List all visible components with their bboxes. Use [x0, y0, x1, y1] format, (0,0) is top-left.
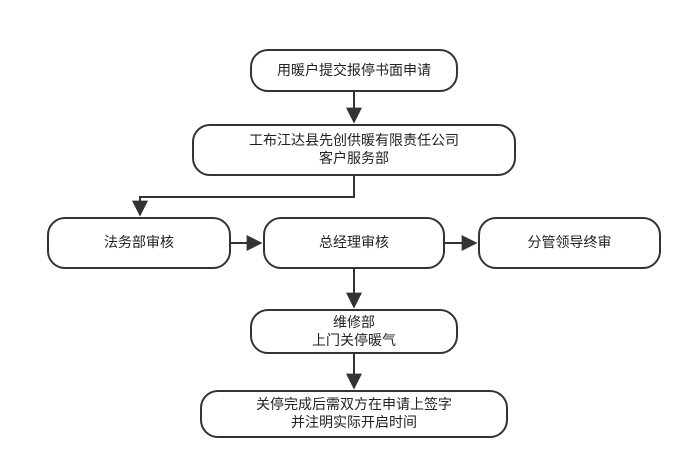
node-maintenance: 维修部 上门关停暖气	[250, 309, 458, 354]
node-customer-service: 工布江达县先创供暖有限责任公司 客户服务部	[192, 124, 516, 176]
node-maintenance-line-1: 维修部	[333, 314, 375, 331]
node-gm-review-label: 总经理审核	[319, 235, 389, 251]
node-legal-review-label: 法务部审核	[104, 235, 174, 251]
node-customer-service-line-1: 工布江达县先创供暖有限责任公司	[249, 133, 459, 149]
node-signature: 关停完成后需双方在申请上签字 并注明实际开启时间	[200, 390, 508, 438]
node-final-review: 分管领导终审	[478, 217, 661, 269]
node-maintenance-line-2: 上门关停暖气	[312, 332, 396, 349]
node-final-review-label: 分管领导终审	[527, 235, 612, 251]
node-application-label: 用暖户提交报停书面申请	[277, 62, 431, 79]
node-signature-line-2: 并注明实际开启时间	[291, 415, 417, 431]
arrow-customer-service-to-legal-review	[132, 176, 355, 217]
node-gm-review: 总经理审核	[263, 217, 445, 269]
node-customer-service-line-2: 客户服务部	[319, 151, 389, 167]
node-legal-review: 法务部审核	[47, 217, 231, 269]
node-application: 用暖户提交报停书面申请	[250, 49, 458, 92]
node-signature-line-1: 关停完成后需双方在申请上签字	[256, 397, 452, 413]
